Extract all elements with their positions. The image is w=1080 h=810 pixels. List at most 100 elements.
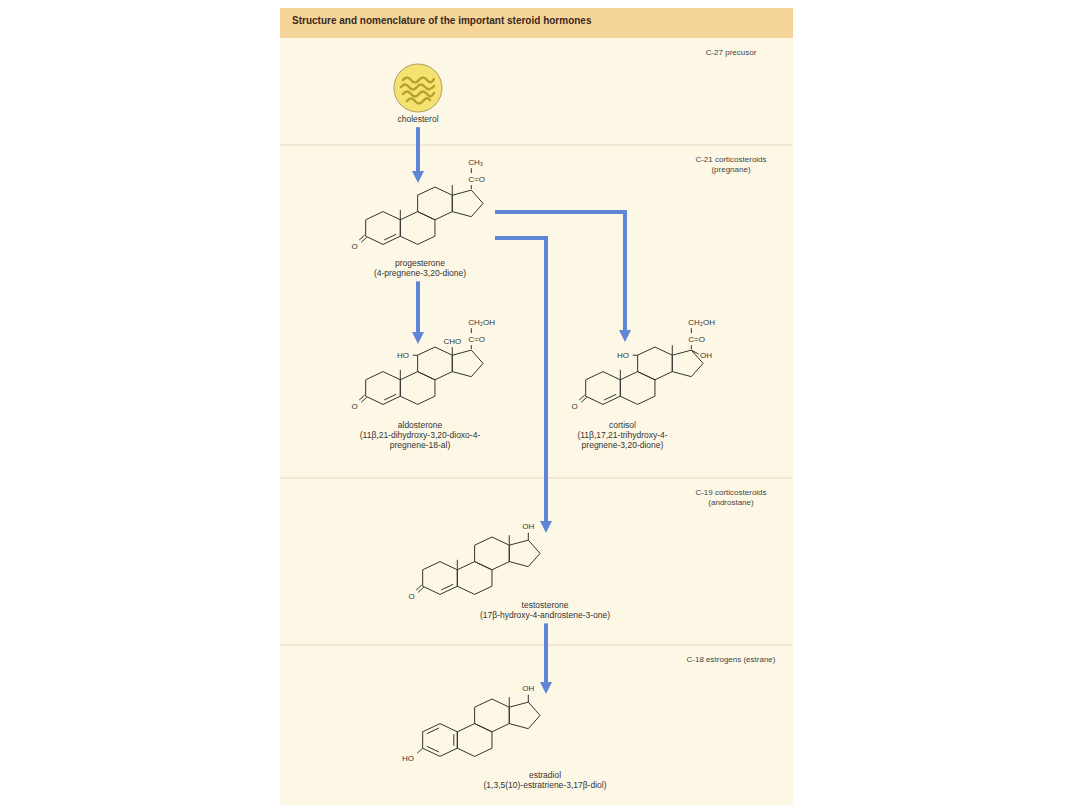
steroid-skeleton [359, 168, 483, 244]
icon-wave [403, 78, 434, 83]
bond-line [361, 397, 367, 402]
molecule-structure: progesterone(4-pregnene-3,20-dione) [345, 183, 495, 281]
bond-line [509, 697, 510, 707]
steroid-skeleton [579, 328, 703, 404]
band-separator [280, 145, 793, 146]
ring [457, 724, 492, 757]
figure-title: Structure and nomenclature of the import… [292, 15, 591, 26]
molecule-structure: estradiol(1,3,5(10)-estratriene-3,17β-di… [460, 694, 630, 793]
bond-line [413, 355, 418, 356]
ring [418, 347, 453, 380]
molecule-structure: aldosterone(11β,21-dihydroxy-3,20-dioxo-… [345, 344, 495, 454]
bond-line [581, 397, 587, 402]
ring [509, 540, 540, 567]
atom-label: O [352, 402, 358, 411]
molecule-name: aldosterone [345, 420, 495, 430]
atom-label: O [352, 242, 358, 251]
band-heading: C-27 precusor [683, 48, 779, 58]
ring [400, 212, 435, 245]
bond-line [418, 587, 424, 592]
atom-label: OH [522, 684, 534, 693]
bond-line [471, 185, 472, 189]
bond-line [471, 345, 472, 349]
ring [509, 702, 540, 729]
icon-circle [394, 64, 442, 112]
molecule-name: (11β,17,21-trihydroxy-4-pregnene-3,20-di… [560, 430, 685, 450]
molecule-name: (11β,21-dihydroxy-3,20-dioxo-4-pregnene-… [345, 430, 495, 450]
bond-line [427, 746, 439, 752]
molecule-name: (17β-hydroxy-4-androstene-3-one) [460, 610, 630, 620]
bond-line [528, 695, 529, 703]
pathway-arrow [416, 281, 420, 335]
section-band: C-21 corticosteroids (pregnane)progester… [280, 145, 793, 478]
bond-line [453, 734, 454, 745]
precursor-icon: cholesterol [388, 62, 448, 127]
atom-label: O [572, 402, 578, 411]
bond-line [361, 237, 367, 242]
band-separator [280, 478, 793, 479]
ring [423, 724, 458, 757]
molecule-name: (4-pregnene-3,20-dione) [345, 268, 495, 278]
band-heading: C-19 corticosteroids (androstane) [683, 488, 779, 509]
atom-label: C=O [688, 335, 705, 344]
bond-line [691, 350, 699, 354]
bond-line [400, 210, 401, 220]
ring [457, 562, 492, 595]
atom-label: C=O [468, 335, 485, 344]
ring [475, 699, 510, 732]
ring [366, 212, 401, 245]
cholesterol-icon [394, 64, 442, 112]
bond-line [691, 345, 692, 349]
pathway-arrow [495, 212, 625, 333]
bond-line [400, 370, 401, 380]
bond-line [471, 168, 472, 173]
atom-label: CHO [443, 337, 461, 346]
molecule-name: cortisol [560, 420, 685, 430]
bond-line [633, 355, 638, 356]
bond-line [452, 185, 453, 195]
atom-label: HO [397, 351, 409, 360]
ring [366, 372, 401, 405]
molecule-structure: testosterone(17β-hydroxy-4-androstene-3-… [460, 533, 630, 623]
ring [475, 537, 510, 570]
bond-line [672, 345, 673, 355]
ring [423, 562, 458, 595]
steroid-skeleton [359, 328, 483, 404]
ring [400, 372, 435, 405]
steroid-skeleton [417, 695, 540, 757]
bond-line [441, 584, 453, 590]
bond-line [471, 328, 472, 333]
atom-label: CH₂OH [688, 318, 715, 327]
bond-line [417, 748, 423, 753]
ring [672, 350, 703, 377]
bond-line [457, 560, 458, 570]
atom-label: CH₂OH [468, 318, 495, 327]
bond-line [620, 370, 621, 380]
ring [586, 372, 621, 405]
atom-label: OH [522, 522, 534, 531]
ring [638, 347, 673, 380]
bond-line [452, 347, 453, 355]
band-heading: C-18 estrogens (estrane) [683, 655, 779, 665]
molecule-name: testosterone [460, 600, 630, 610]
steroid-skeleton [416, 533, 540, 595]
atom-label: O [409, 592, 415, 601]
bond-line [384, 394, 396, 400]
molecule-name: estradiol [460, 770, 630, 780]
bond-line [509, 535, 510, 545]
ring [452, 350, 483, 377]
molecule-structure: cortisol(11β,17,21-trihydroxy-4-pregnene… [560, 342, 685, 454]
title-band [280, 8, 793, 38]
bond-line [427, 728, 439, 734]
molecule-name: cholesterol [388, 114, 448, 124]
bond-line [691, 328, 692, 333]
panel-ground [280, 38, 793, 805]
atom-label: HO [617, 351, 629, 360]
pathway-arrow [495, 238, 546, 524]
section-band: C-18 estrogens (estrane) estradiol(1,3,5(… [280, 645, 793, 805]
ring [452, 190, 483, 217]
icon-wave [401, 85, 434, 90]
